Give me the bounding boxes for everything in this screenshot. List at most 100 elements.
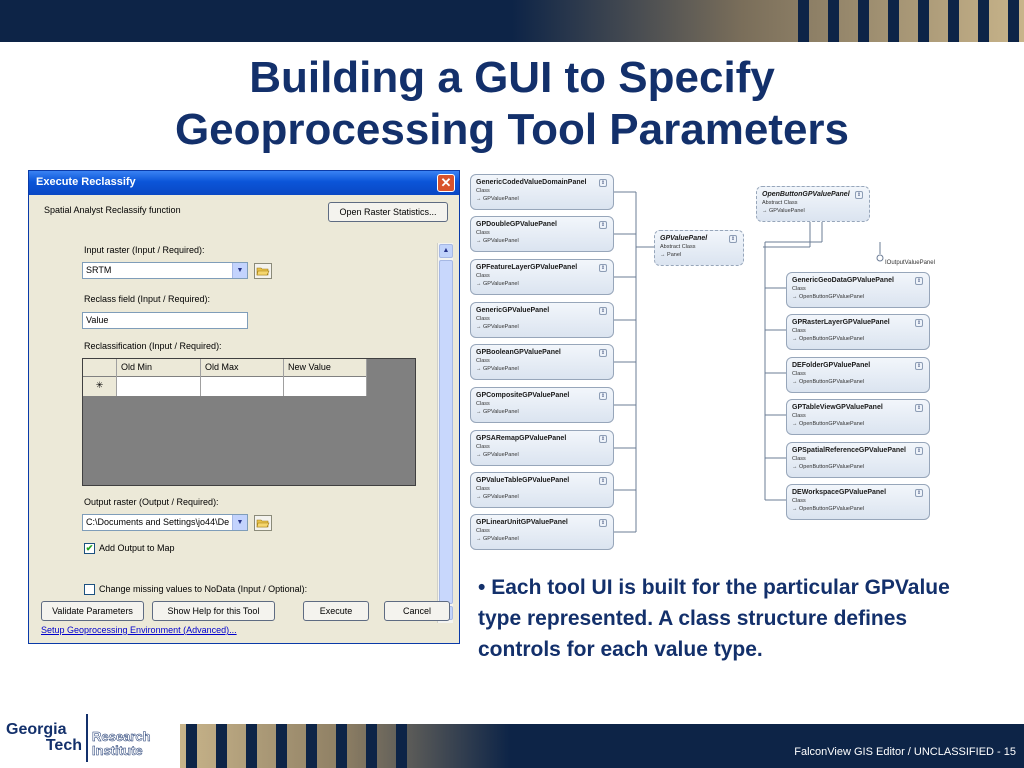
bullet-point: • Each tool UI is built for the particul… bbox=[478, 572, 983, 665]
add-output-checkbox[interactable]: ✔ bbox=[84, 543, 95, 554]
collapse-toggle-icon[interactable]: ⇕ bbox=[599, 477, 607, 485]
open-raster-statistics-button[interactable]: Open Raster Statistics... bbox=[328, 202, 448, 222]
collapse-toggle-icon[interactable]: ⇕ bbox=[599, 519, 607, 527]
gtri-logo: Research Institute bbox=[92, 729, 151, 758]
class-box-gpvaluepanel[interactable]: GPValuePanel Abstract Class → Panel ⇕ bbox=[654, 230, 744, 266]
class-box[interactable]: GPDoubleGPValuePanel Class → GPValuePane… bbox=[470, 216, 614, 252]
class-box[interactable]: GenericCodedValueDomainPanel Class → GPV… bbox=[470, 174, 614, 210]
class-box[interactable]: DEWorkspaceGPValuePanel Class → OpenButt… bbox=[786, 484, 930, 520]
scroll-up-icon[interactable]: ▲ bbox=[439, 244, 453, 258]
class-box[interactable]: GPValueTableGPValuePanel Class → GPValue… bbox=[470, 472, 614, 508]
class-name: GPRasterLayerGPValuePanel bbox=[792, 319, 890, 326]
collapse-toggle-icon[interactable]: ⇕ bbox=[915, 404, 923, 412]
collapse-toggle-icon[interactable]: ⇕ bbox=[915, 277, 923, 285]
input-raster-combo[interactable]: SRTM ▼ bbox=[82, 262, 248, 279]
collapse-toggle-icon[interactable]: ⇕ bbox=[599, 179, 607, 187]
dialog-titlebar[interactable]: Execute Reclassify ✕ bbox=[29, 171, 459, 195]
cancel-button[interactable]: Cancel bbox=[384, 601, 450, 621]
grid-corner-cell bbox=[83, 359, 117, 377]
class-base: → GPValuePanel bbox=[476, 324, 519, 330]
nodata-checkbox[interactable] bbox=[84, 584, 95, 595]
class-name: OpenButtonGPValuePanel bbox=[762, 191, 850, 198]
class-box[interactable]: GPRasterLayerGPValuePanel Class → OpenBu… bbox=[786, 314, 930, 350]
class-name: DEFolderGPValuePanel bbox=[792, 362, 871, 369]
class-base: → GPValuePanel bbox=[476, 281, 519, 287]
diagram-connectors bbox=[614, 191, 884, 533]
class-box[interactable]: DEFolderGPValuePanel Class → OpenButtonG… bbox=[786, 357, 930, 393]
class-kind: Class bbox=[792, 328, 806, 334]
reclass-field-input[interactable]: Value bbox=[82, 312, 248, 329]
collapse-toggle-icon[interactable]: ⇕ bbox=[915, 362, 923, 370]
collapse-toggle-icon[interactable]: ⇕ bbox=[599, 221, 607, 229]
banner-stripe bbox=[336, 724, 347, 768]
class-box[interactable]: GenericGPValuePanel Class → GPValuePanel… bbox=[470, 302, 614, 338]
grid-column-new-value[interactable]: New Value bbox=[284, 359, 367, 377]
grid-cell-old-max[interactable] bbox=[201, 377, 284, 396]
execute-button[interactable]: Execute bbox=[303, 601, 369, 621]
validate-parameters-button[interactable]: Validate Parameters bbox=[41, 601, 144, 621]
class-base: → GPValuePanel bbox=[476, 536, 519, 542]
class-kind: Class bbox=[792, 456, 806, 462]
dialog-scrollbar[interactable]: ▲ ▼ bbox=[437, 243, 453, 623]
scrollbar-thumb[interactable] bbox=[439, 260, 453, 604]
class-box[interactable]: GPSARemapGPValuePanel Class → GPValuePan… bbox=[470, 430, 614, 466]
collapse-toggle-icon[interactable]: ⇕ bbox=[915, 447, 923, 455]
close-icon[interactable]: ✕ bbox=[437, 174, 455, 192]
chevron-down-icon[interactable]: ▼ bbox=[232, 263, 247, 278]
show-help-button[interactable]: Show Help for this Tool bbox=[152, 601, 275, 621]
grid-cell-old-min[interactable] bbox=[117, 377, 201, 396]
output-raster-combo[interactable]: C:\Documents and Settings\jo44\De ▼ bbox=[82, 514, 248, 531]
dialog-client: Spatial Analyst Reclassify function Open… bbox=[32, 196, 456, 640]
collapse-toggle-icon[interactable]: ⇕ bbox=[599, 307, 607, 315]
setup-environment-link[interactable]: Setup Geoprocessing Environment (Advance… bbox=[41, 625, 237, 635]
class-base: → OpenButtonGPValuePanel bbox=[792, 464, 865, 470]
top-banner bbox=[0, 0, 1024, 42]
chevron-down-icon[interactable]: ▼ bbox=[232, 515, 247, 530]
collapse-toggle-icon[interactable]: ⇕ bbox=[599, 349, 607, 357]
class-diagram: GenericCodedValueDomainPanel Class → GPV… bbox=[470, 170, 940, 555]
class-name: GPFeatureLayerGPValuePanel bbox=[476, 264, 578, 271]
grid-cell-new-value[interactable] bbox=[284, 377, 367, 396]
collapse-toggle-icon[interactable]: ⇕ bbox=[729, 235, 737, 243]
banner-stripe bbox=[396, 724, 407, 768]
class-box[interactable]: GPTableViewGPValuePanel Class → OpenButt… bbox=[786, 399, 930, 435]
grid-new-row[interactable]: ✳ bbox=[83, 377, 367, 396]
class-box[interactable]: GPFeatureLayerGPValuePanel Class → GPVal… bbox=[470, 259, 614, 295]
footer-text: FalconView GIS Editor / UNCLASSIFIED - 1… bbox=[794, 746, 1016, 758]
class-base: → OpenButtonGPValuePanel bbox=[792, 421, 865, 427]
class-name: GPValuePanel bbox=[660, 235, 708, 242]
folder-open-icon[interactable] bbox=[254, 515, 272, 531]
class-box[interactable]: GPCompositeGPValuePanel Class → GPValueP… bbox=[470, 387, 614, 423]
reclass-field-label: Reclass field (Input / Required): bbox=[84, 294, 211, 304]
logo-divider bbox=[86, 714, 88, 762]
banner-stripe bbox=[366, 724, 377, 768]
class-name: GenericCodedValueDomainPanel bbox=[476, 179, 587, 186]
class-name: GPTableViewGPValuePanel bbox=[792, 404, 883, 411]
class-box[interactable]: GenericGeoDataGPValuePanel Class → OpenB… bbox=[786, 272, 930, 308]
input-raster-value: SRTM bbox=[86, 265, 112, 275]
class-box[interactable]: GPBooleanGPValuePanel Class → GPValuePan… bbox=[470, 344, 614, 380]
collapse-toggle-icon[interactable]: ⇕ bbox=[599, 435, 607, 443]
class-kind: Abstract Class bbox=[660, 244, 696, 250]
reclassification-grid[interactable]: Old Min Old Max New Value ✳ bbox=[82, 358, 416, 486]
class-box[interactable]: GPSpatialReferenceGPValuePanel Class → O… bbox=[786, 442, 930, 478]
class-kind: Class bbox=[476, 401, 490, 407]
banner-stripe bbox=[306, 724, 317, 768]
class-kind: Class bbox=[476, 444, 490, 450]
grid-column-old-min[interactable]: Old Min bbox=[117, 359, 201, 377]
grid-column-old-max[interactable]: Old Max bbox=[201, 359, 284, 377]
banner-stripe bbox=[888, 0, 899, 42]
collapse-toggle-icon[interactable]: ⇕ bbox=[855, 191, 863, 199]
collapse-toggle-icon[interactable]: ⇕ bbox=[915, 489, 923, 497]
input-raster-label: Input raster (Input / Required): bbox=[84, 245, 205, 255]
collapse-toggle-icon[interactable]: ⇕ bbox=[599, 264, 607, 272]
collapse-toggle-icon[interactable]: ⇕ bbox=[599, 392, 607, 400]
banner-stripe bbox=[186, 724, 197, 768]
folder-open-icon[interactable] bbox=[254, 263, 272, 279]
class-box[interactable]: GPLinearUnitGPValuePanel Class → GPValue… bbox=[470, 514, 614, 550]
reclassification-label: Reclassification (Input / Required): bbox=[84, 341, 222, 351]
class-box-openbuttongpvaluepanel[interactable]: OpenButtonGPValuePanel Abstract Class → … bbox=[756, 186, 870, 222]
banner-stripe bbox=[1008, 0, 1019, 42]
collapse-toggle-icon[interactable]: ⇕ bbox=[915, 319, 923, 327]
grid-header: Old Min Old Max New Value bbox=[83, 359, 367, 377]
